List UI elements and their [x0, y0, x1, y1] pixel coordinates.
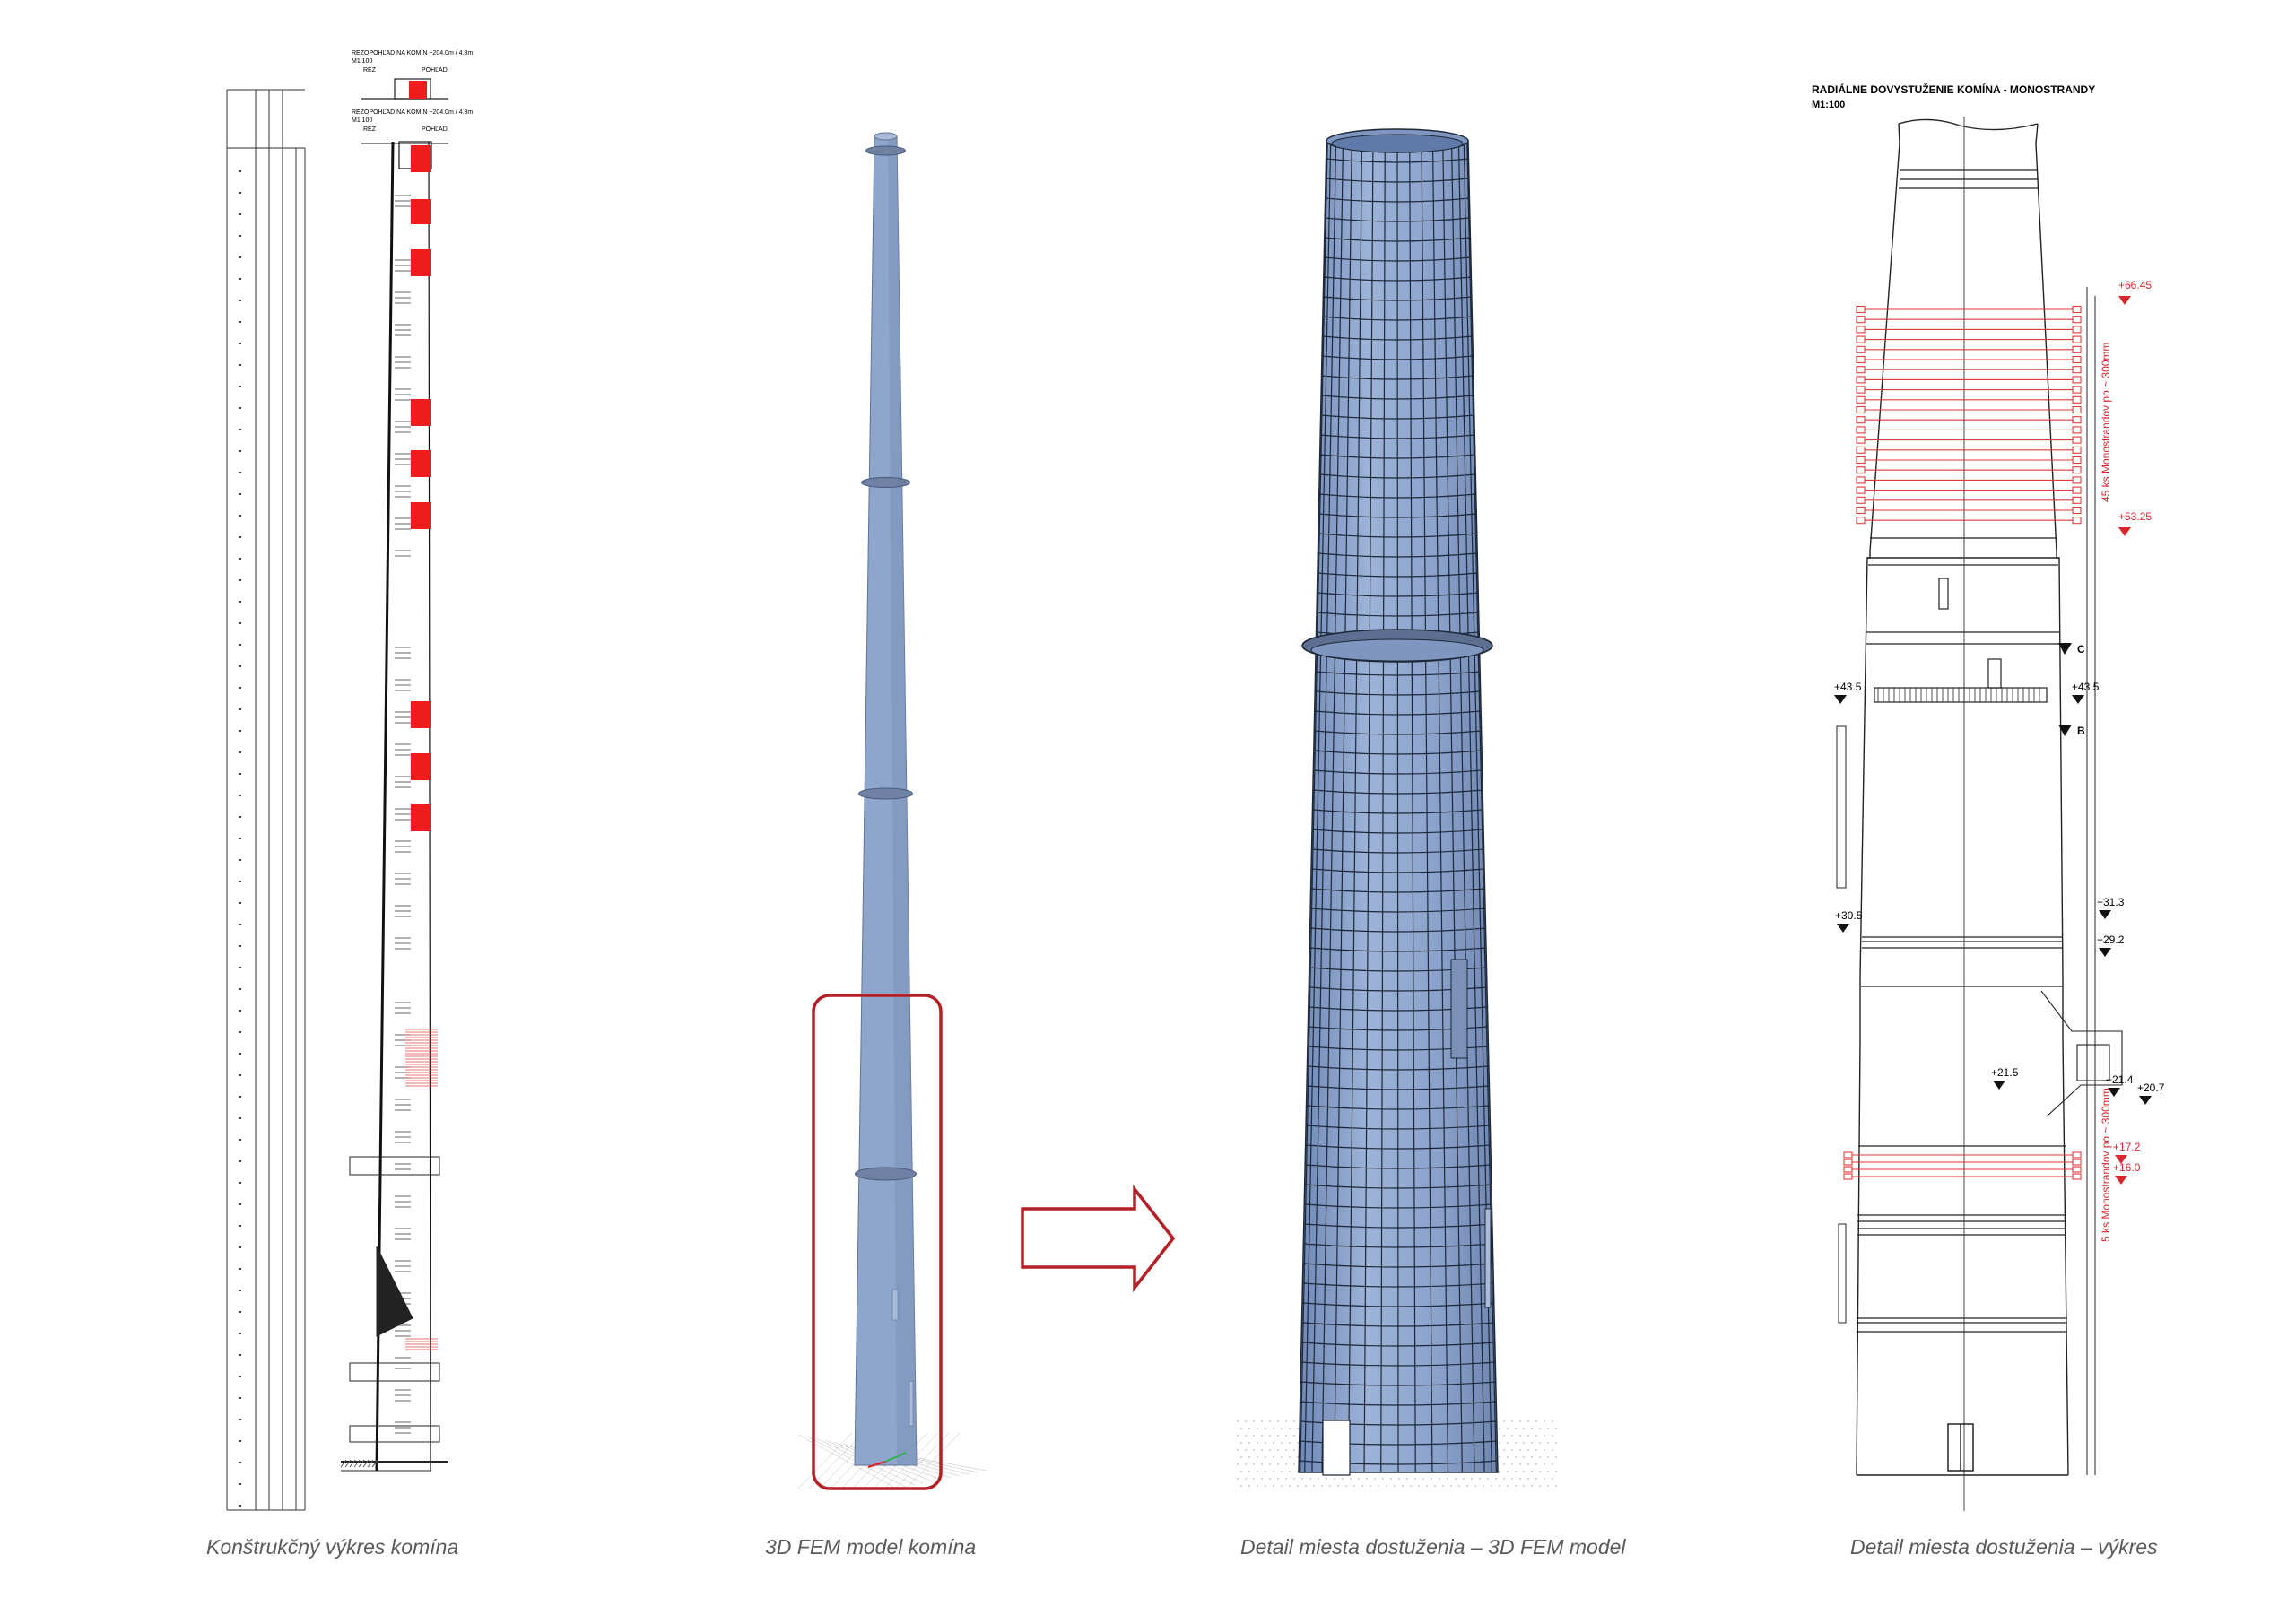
fem-detail-model: [1237, 128, 1557, 1487]
fem-model: [797, 132, 987, 1490]
caption-fem: 3D FEM model komína: [765, 1535, 977, 1559]
construction-drawing: REZOPOHĽAD NA KOMÍN +204.0m / 4.8m M1:10…: [226, 48, 473, 1511]
level-31: +31.3: [2097, 896, 2125, 908]
level-53: +53.25: [2118, 510, 2152, 523]
level-20-7: +20.7: [2137, 1081, 2165, 1094]
section-b: B: [2077, 725, 2085, 737]
level-21-4: +21.4: [2106, 1073, 2134, 1086]
base-structure: [341, 1156, 448, 1472]
schedule-table: [226, 89, 306, 1511]
detail-drawing: RADIÁLNE DOVYSTUŽENIE KOMÍNA - MONOSTRAN…: [1812, 83, 2165, 1511]
upper-strand-note: 45 ks Monostrandov po ~ 300mm: [2100, 343, 2112, 502]
detail-platform: [1874, 687, 2048, 703]
level-markers: +66.45 +53.25 C B +43.5 +43.5 +31.3 +30.…: [1834, 279, 2165, 1185]
highlight-box: [812, 994, 943, 1490]
fem-detail-panel: [1220, 0, 1578, 1624]
ladder-hatching: [395, 195, 411, 1434]
side-bracket: [2040, 990, 2123, 1117]
red-warning-bands: [411, 145, 430, 831]
level-30: +30.5: [1835, 909, 1863, 922]
drawing-header-1: REZOPOHĽAD NA KOMÍN +204.0m / 4.8m: [352, 48, 473, 56]
level-16: +16.0: [2113, 1161, 2141, 1174]
drawing-header-1-pohlad: POHĽAD: [422, 67, 448, 74]
drawing-header-1-scale: M1:100: [352, 58, 372, 65]
top-section: [361, 78, 448, 100]
detail-drawing-panel: RADIÁLNE DOVYSTUŽENIE KOMÍNA - MONOSTRAN…: [1785, 0, 2296, 1624]
level-17: +17.2: [2113, 1141, 2141, 1153]
red-strand-lines: [405, 1029, 438, 1350]
detail-chimney-outline: [1856, 118, 2069, 1476]
direction-arrow: [1021, 1184, 1176, 1293]
drawing-header-2-scale: M1:100: [352, 117, 372, 124]
fem-ring-3: [858, 787, 913, 800]
arrow-panel: [1018, 0, 1179, 1624]
fem-model-panel: [762, 0, 1049, 1624]
detail-scale: M1:100: [1812, 100, 1845, 110]
drawing-header-2-pohlad: POHĽAD: [422, 126, 448, 133]
level-66: +66.45: [2118, 279, 2152, 291]
level-29: +29.2: [2097, 934, 2125, 946]
drawing-header-2-rez: REZ: [363, 126, 377, 133]
level-43-left: +43.5: [1834, 681, 1862, 693]
level-21-5: +21.5: [1991, 1066, 2019, 1079]
caption-construction: Konštrukčný výkres komína: [206, 1535, 459, 1559]
drawing-header-1-rez: REZ: [363, 67, 377, 74]
fem-ring-1: [865, 145, 906, 156]
fem-ring-2: [861, 477, 910, 488]
fem-detail-opening: [1450, 959, 1468, 1059]
upper-strands: [1856, 305, 2082, 525]
fem-top-opening: [874, 132, 898, 141]
schedule-marks: [239, 170, 241, 1507]
construction-drawing-panel: REZOPOHĽAD NA KOMÍN +204.0m / 4.8m M1:10…: [0, 0, 628, 1624]
lower-strands: [1843, 1151, 2082, 1180]
level-43-right: +43.5: [2072, 681, 2100, 693]
caption-fem-detail: Detail miesta dostuženia – 3D FEM model: [1240, 1535, 1626, 1559]
top-warning-band: [409, 81, 427, 99]
fem-ring-4: [855, 1167, 917, 1181]
detail-title: RADIÁLNE DOVYSTUŽENIE KOMÍNA - MONOSTRAN…: [1812, 83, 2095, 96]
base-ground-hatch: [340, 1459, 378, 1468]
drawing-header-2: REZOPOHĽAD NA KOMÍN +204.0m / 4.8m: [352, 108, 473, 116]
caption-drawing-detail: Detail miesta dostuženia – výkres: [1850, 1535, 2158, 1559]
section-c: C: [2077, 643, 2085, 656]
lower-strand-note: 5 ks Monostrandov po ~ 300mm: [2100, 1088, 2112, 1242]
detail-band-lines: [1857, 169, 2067, 1333]
